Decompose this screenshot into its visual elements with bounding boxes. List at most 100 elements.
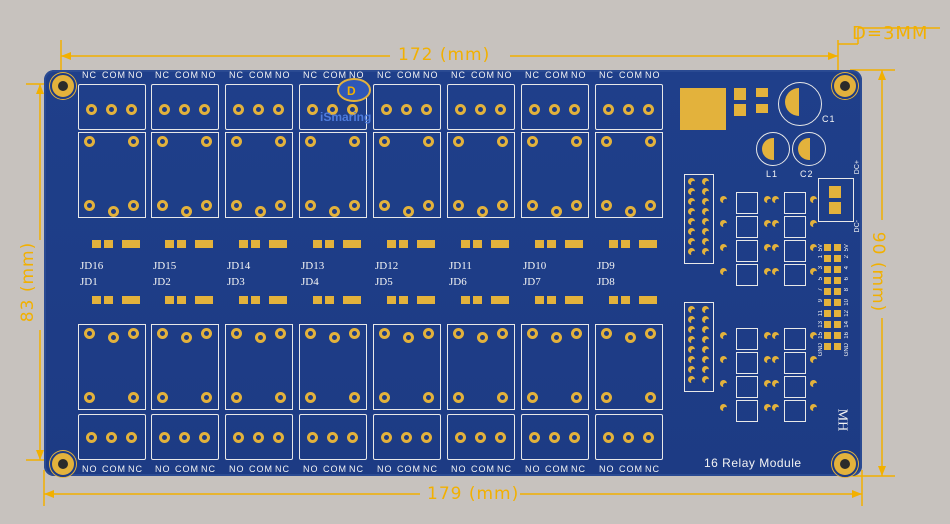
- relay-pad: [157, 136, 168, 147]
- terminal-pad: [199, 104, 210, 115]
- terminal-block-top: [373, 84, 441, 130]
- ic-pin: [702, 228, 710, 236]
- smd-pad: [473, 240, 482, 248]
- smd-pad: [574, 296, 583, 304]
- terminal-block-bottom: [373, 414, 441, 460]
- smd-pad: [426, 240, 435, 248]
- relay-pad: [305, 136, 316, 147]
- left-height-label: 83 (mm): [18, 241, 39, 323]
- terminal-block-top: [78, 84, 146, 130]
- header-pin: [834, 244, 841, 251]
- terminal-pad: [347, 432, 358, 443]
- header-label: 5: [818, 277, 824, 281]
- capacitor-c2-pad: [798, 138, 810, 160]
- header-pin: [834, 332, 841, 339]
- hole-diameter-label: D=3MM: [852, 23, 929, 44]
- relay-pad: [527, 328, 538, 339]
- relay-pad: [349, 392, 360, 403]
- relay-pad: [645, 136, 656, 147]
- terminal-label-com-bottom: COM: [471, 464, 495, 474]
- smd-pad: [177, 240, 186, 248]
- mounting-hole-bottom-left: [50, 451, 76, 477]
- terminal-block-top: [299, 84, 367, 130]
- relay-pad: [625, 206, 636, 217]
- mounting-hole-top-left: [50, 73, 76, 99]
- terminal-label-no-bottom: NO: [599, 464, 615, 474]
- terminal-pad: [455, 104, 466, 115]
- terminal-label-com-bottom: COM: [619, 464, 643, 474]
- dc-jack: [818, 178, 854, 222]
- driver-pad: [810, 380, 818, 388]
- driver-outline: [784, 328, 806, 350]
- driver-pad: [810, 220, 818, 228]
- terminal-label-com-top: COM: [102, 70, 126, 80]
- header-pin: [824, 244, 831, 251]
- ic-pin: [702, 238, 710, 246]
- relay-pad: [201, 136, 212, 147]
- relay-pad: [423, 136, 434, 147]
- ic-pin: [688, 376, 696, 384]
- relay-label-top: JD14: [227, 260, 251, 272]
- relay-pad: [108, 206, 119, 217]
- header-pin: [824, 255, 831, 262]
- terminal-label-nc-bottom: NC: [571, 464, 586, 474]
- relay-pad: [497, 392, 508, 403]
- terminal-pad: [401, 432, 412, 443]
- smd-pad: [417, 240, 426, 248]
- ic-pin: [688, 248, 696, 256]
- smd-pad: [535, 240, 544, 248]
- relay-top: [521, 132, 589, 218]
- header-pin: [824, 332, 831, 339]
- relay-pad: [84, 136, 95, 147]
- smd-pad: [278, 240, 287, 248]
- terminal-label-nc-bottom: NC: [497, 464, 512, 474]
- smd-pad: [399, 296, 408, 304]
- smd-pad: [491, 240, 500, 248]
- terminal-pad: [475, 104, 486, 115]
- smd-pad: [313, 240, 322, 248]
- header-pin: [834, 288, 841, 295]
- relay-pad: [601, 392, 612, 403]
- terminal-label-com-top: COM: [323, 70, 347, 80]
- terminal-label-com-top: COM: [249, 70, 273, 80]
- relay-label-top: JD12: [375, 260, 399, 272]
- header-label: 11: [818, 310, 824, 317]
- ic-pin: [688, 208, 696, 216]
- ic-pin: [702, 306, 710, 314]
- terminal-label-no-bottom: NO: [525, 464, 541, 474]
- terminal-block-bottom: [225, 414, 293, 460]
- mounting-hole-top-right: [832, 73, 858, 99]
- terminal-label-nc-top: NC: [599, 70, 614, 80]
- terminal-pad: [495, 104, 506, 115]
- terminal-pad: [179, 432, 190, 443]
- terminal-pad: [381, 432, 392, 443]
- relay-pad: [497, 200, 508, 211]
- terminal-pad: [327, 432, 338, 443]
- terminal-pad: [106, 104, 117, 115]
- smd-pad: [131, 296, 140, 304]
- driver-pad: [764, 404, 772, 412]
- terminal-pad: [273, 432, 284, 443]
- header-pin: [834, 266, 841, 273]
- header-pin: [824, 343, 831, 350]
- terminal-label-nc-bottom: NC: [128, 464, 143, 474]
- watermark-text: iSmaring: [320, 110, 372, 124]
- terminal-label-no-top: NO: [645, 70, 661, 80]
- terminal-label-no-top: NO: [201, 70, 217, 80]
- relay-pad: [329, 332, 340, 343]
- relay-pad: [231, 328, 242, 339]
- smd-pad: [547, 240, 556, 248]
- relay-pad: [379, 392, 390, 403]
- header-pin: [824, 321, 831, 328]
- terminal-pad: [253, 104, 264, 115]
- driver-outline: [736, 192, 758, 214]
- smd-pad: [734, 88, 746, 100]
- driver-outline: [784, 216, 806, 238]
- smd-pad: [387, 296, 396, 304]
- driver-pad: [720, 220, 728, 228]
- relay-pad: [84, 200, 95, 211]
- terminal-pad: [381, 104, 392, 115]
- driver-pad: [772, 332, 780, 340]
- header-label: 7: [818, 288, 824, 292]
- ic-pin: [688, 346, 696, 354]
